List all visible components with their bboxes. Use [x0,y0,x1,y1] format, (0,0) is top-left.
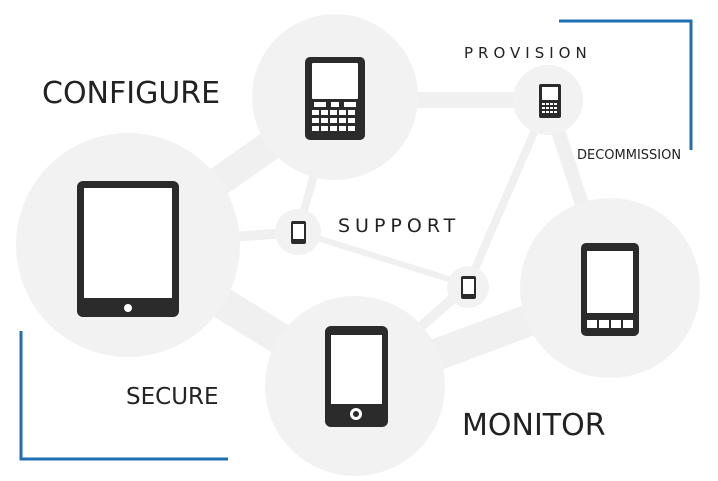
bracket-bottom-left [19,331,228,461]
label-decommission: DECOMMISSION [577,148,681,163]
small-phone-icon-hub [461,276,476,299]
edge-support-hub [295,229,471,288]
phone-with-buttons-icon [581,243,639,336]
label-provision: PROVISION [464,44,592,62]
label-monitor: MONITOR [462,408,606,443]
qwerty-phone-icon [305,57,365,140]
small-qwerty-phone-icon [539,84,561,118]
smartphone-icon [325,326,388,427]
bracket-top-right [559,19,693,150]
label-support: SUPPORT [338,215,460,237]
small-phone-icon-support [291,221,306,244]
label-secure: SECURE [126,384,219,410]
tablet-icon [77,181,179,317]
label-configure: CONFIGURE [42,76,220,111]
